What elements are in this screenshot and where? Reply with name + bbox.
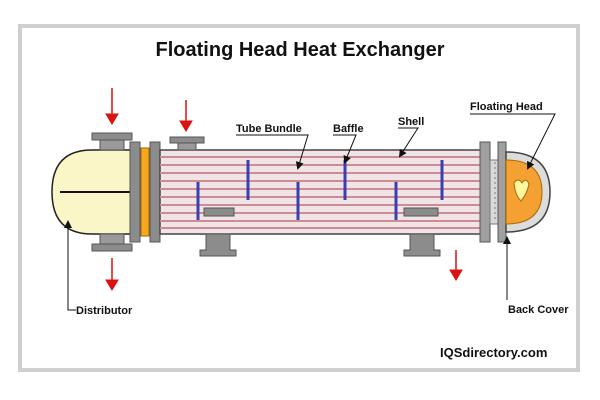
shell-inlet-flange	[169, 136, 205, 144]
arrow-inlet-shell-side-icon	[179, 120, 193, 132]
arrow-inlet-tube-side-icon	[105, 113, 119, 125]
label-baffle: Baffle	[333, 123, 364, 135]
saddle-support-right-cap	[403, 207, 439, 217]
shell-flange-left	[149, 141, 161, 243]
distributor-flange	[129, 141, 141, 243]
floating-tube-sheet	[489, 159, 499, 225]
arrow-outlet-tube-side-icon	[105, 279, 119, 291]
outlet-nozzle-bottom-flange	[91, 243, 133, 252]
stationary-tube-sheet	[140, 147, 150, 237]
label-tube-bundle: Tube Bundle	[236, 123, 302, 135]
outlet-nozzle-bottom	[99, 233, 125, 245]
back-cover-flange	[497, 141, 507, 243]
credit-text: IQSdirectory.com	[440, 345, 547, 360]
label-distributor: Distributor	[76, 305, 133, 317]
arrow-outlet-shell-side-icon	[449, 269, 463, 281]
baffles	[196, 160, 444, 220]
leader-lines	[64, 113, 556, 311]
inlet-nozzle-top-flange	[91, 132, 133, 141]
diagram-title: Floating Head Heat Exchanger	[155, 39, 445, 61]
inlet-nozzle-top	[99, 139, 125, 151]
label-floating-head: Floating Head	[470, 101, 543, 113]
label-shell: Shell	[398, 116, 424, 128]
saddle-support-left-cap	[203, 207, 235, 217]
saddle-support-left	[199, 233, 237, 257]
label-back-cover: Back Cover	[508, 304, 569, 316]
flow-arrows	[105, 88, 463, 291]
saddle-support-right	[403, 233, 441, 257]
floating-head-icon	[513, 179, 530, 202]
shell-flange-right	[479, 141, 491, 243]
